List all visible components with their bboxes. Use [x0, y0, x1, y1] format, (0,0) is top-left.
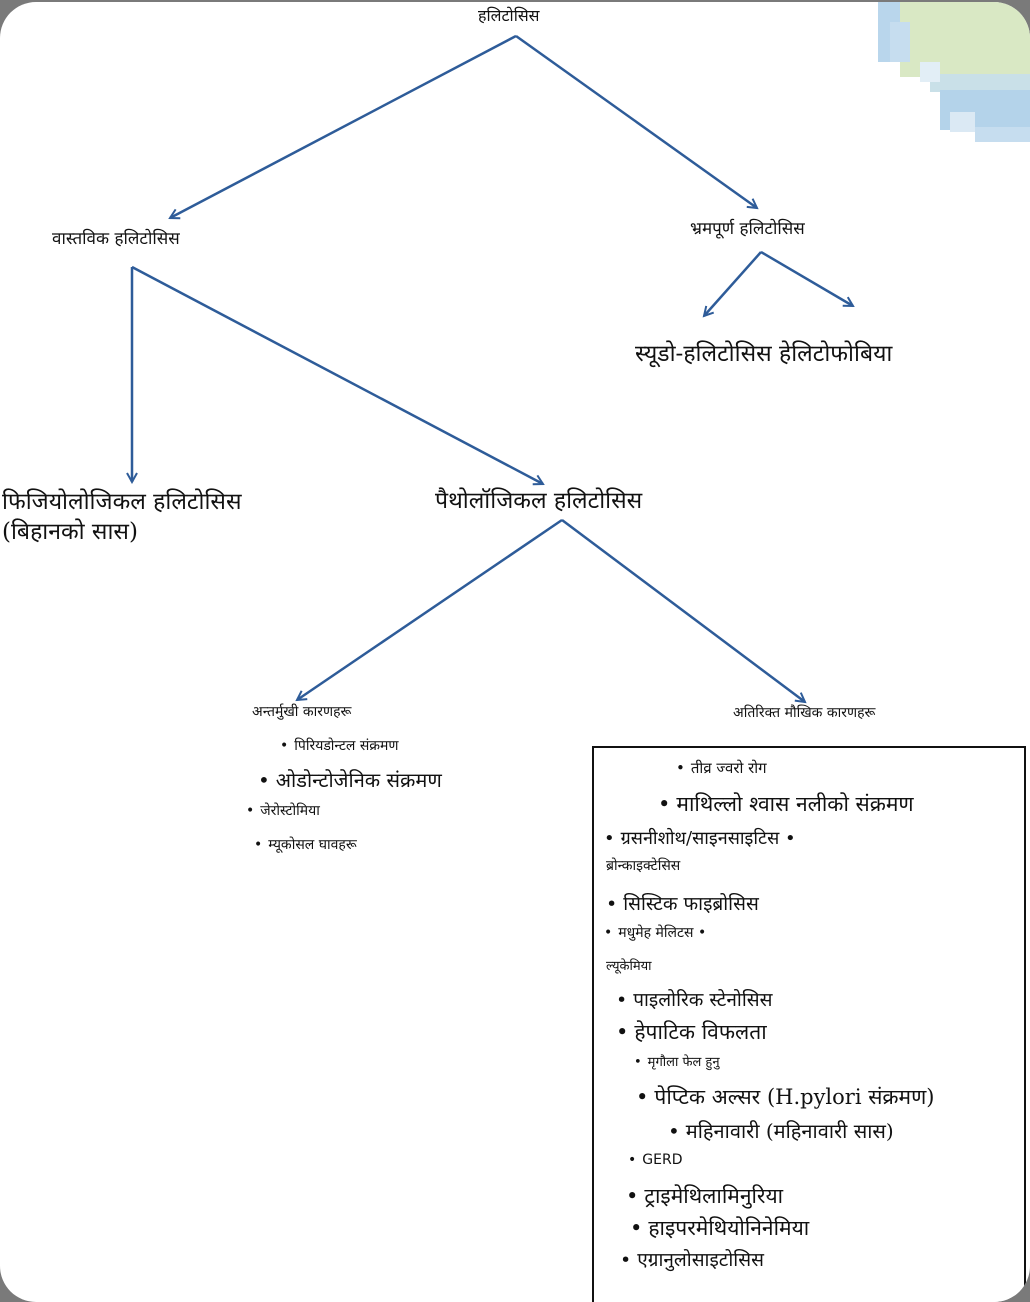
bullet-icon: •: [668, 1119, 680, 1143]
bullet-icon: •: [606, 893, 618, 915]
intraoral-item: •पिरियडोन्टल संक्रमण: [280, 738, 399, 754]
bullet-icon: •: [616, 989, 628, 1011]
bullet-icon: •: [676, 759, 685, 777]
extraoral-item: •मधुमेह मेलिटस •: [604, 925, 707, 941]
intraoral-item: •जेरोस्टोमिया: [246, 803, 320, 819]
extraoral-item: •पेप्टिक अल्सर (H.pylori संक्रमण): [636, 1085, 935, 1109]
arrow-pathological-to-intraoral: [297, 518, 563, 700]
extraoral-item: •पाइलोरिक स्टेनोसिस: [616, 989, 773, 1011]
extraoral-item: •हेपाटिक विफलता: [616, 1020, 767, 1044]
extraoral-item: ल्यूकेमिया: [606, 959, 652, 974]
extraoral-item: •ट्राइमेथिलामिनुरिया: [626, 1184, 784, 1208]
extraoral-item: •GERD: [628, 1152, 683, 1168]
bullet-icon: •: [626, 1184, 639, 1208]
arrow-pathological-to-extraoral: [561, 518, 805, 702]
arrow-imaginary-to-halitophobia: [760, 250, 853, 308]
node-physiological-halitosis: फिजियोलोजिकल हलिटोसिस (बिहानको सास): [2, 489, 242, 545]
bullet-icon: •: [620, 1249, 632, 1271]
extraoral-item: •महिनावारी (महिनावारी सास): [668, 1119, 894, 1143]
extraoral-item: •माथिल्लो श्वास नलीको संक्रमण: [658, 792, 914, 816]
arrow-genuine-to-pathological: [131, 265, 543, 484]
node-extraoral-causes: अतिरिक्त मौखिक कारणहरू: [733, 705, 876, 721]
bullet-icon: •: [616, 1020, 629, 1044]
bullet-icon: •: [258, 768, 270, 792]
extraoral-item: •तीव्र ज्वरो रोग: [676, 759, 767, 777]
node-pathological-halitosis: पैथोलॉजिकल हलिटोसिस: [435, 488, 643, 514]
node-imaginary-halitosis: भ्रमपूर्ण हलिटोसिस: [690, 219, 805, 239]
bullet-icon: •: [658, 792, 671, 816]
bullet-icon: •: [246, 803, 255, 819]
extraoral-causes-box: •तीव्र ज्वरो रोग •माथिल्लो श्वास नलीको स…: [592, 746, 1026, 1302]
extraoral-item: •एग्रानुलोसाइटोसिस: [620, 1249, 764, 1271]
arrow-root-to-genuine: [170, 34, 517, 218]
extraoral-item: •सिस्टिक फाइब्रोसिस: [606, 893, 759, 915]
node-halitosis: हलिटोसिस: [478, 6, 540, 25]
bullet-icon: •: [280, 738, 289, 754]
node-pseudo-halitophobia: स्यूडो-हलिटोसिस हेलिटोफोबिया: [635, 341, 893, 367]
bullet-icon: •: [628, 1152, 637, 1168]
bullet-icon: •: [254, 837, 263, 853]
intraoral-item: •म्यूकोसल घावहरू: [254, 837, 357, 853]
bullet-icon: •: [630, 1216, 643, 1240]
extraoral-item: •ग्रसनीशोथ/साइनसाइटिस •: [604, 828, 796, 849]
node-intraoral-causes: अन्तर्मुखी कारणहरू: [252, 704, 352, 720]
intraoral-item: •ओडोन्टोजेनिक संक्रमण: [258, 768, 442, 792]
bullet-icon: •: [604, 925, 613, 941]
extraoral-item: ब्रोन्काइक्टेसिस: [606, 858, 681, 874]
bullet-icon: •: [604, 828, 615, 849]
extraoral-item: •मृगौला फेल हुनु: [634, 1055, 720, 1070]
arrow-root-to-imaginary: [515, 34, 757, 208]
node-genuine-halitosis: वास्तविक हलिटोसिस: [52, 229, 180, 249]
extraoral-item: •हाइपरमेथियोनिनेमिया: [630, 1216, 810, 1240]
arrow-imaginary-to-pseudo: [704, 251, 762, 316]
bullet-icon: •: [634, 1055, 642, 1070]
bullet-icon: •: [636, 1085, 649, 1109]
corner-decoration: [850, 2, 1030, 142]
